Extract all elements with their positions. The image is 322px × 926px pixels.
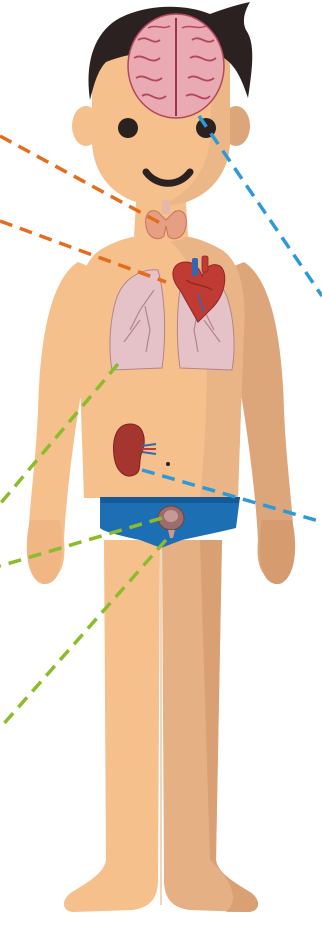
brain-icon xyxy=(128,14,224,118)
left-hand xyxy=(27,520,62,584)
left-leg xyxy=(64,540,160,912)
right-hand xyxy=(260,520,295,584)
underwear-waistband xyxy=(100,497,240,503)
body-figure xyxy=(27,2,295,912)
left-eye xyxy=(118,118,138,138)
